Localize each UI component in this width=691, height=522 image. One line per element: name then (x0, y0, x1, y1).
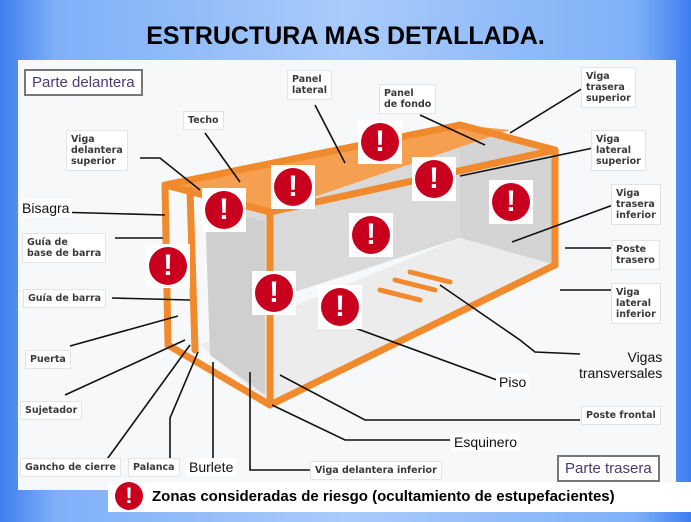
risk-marker: ! (318, 285, 362, 329)
label-poste-frontal: Poste frontal (581, 406, 661, 425)
label-panel-fondo: Panel de fondo (379, 84, 437, 114)
legend-exclamation-icon: ! (115, 482, 143, 510)
exclamation-circle-icon: ! (149, 247, 187, 285)
label-piso: Piso (496, 373, 530, 391)
exclamation-circle-icon: ! (361, 123, 399, 161)
label-viga-trasera-superior: Viga trasera superior (581, 67, 636, 108)
exclamation-circle-icon: ! (415, 160, 453, 198)
exclamation-circle-icon: ! (321, 288, 359, 326)
risk-marker: ! (349, 213, 393, 257)
label-panel-lateral: Panel lateral (287, 70, 333, 100)
label-gancho-cierre: Gancho de cierre (20, 458, 121, 477)
risk-marker: ! (271, 165, 315, 209)
label-viga-delantera-inferior: Viga delantera inferior (310, 461, 442, 480)
label-sujetador: Sujetador (20, 401, 83, 420)
exclamation-circle-icon: ! (352, 216, 390, 254)
exclamation-circle-icon: ! (274, 168, 312, 206)
risk-marker: ! (489, 180, 533, 224)
front-open (205, 205, 265, 395)
risk-marker: ! (412, 157, 456, 201)
front-section-label: Parte delantera (24, 69, 143, 96)
label-esquinero: Esquinero (451, 433, 521, 451)
label-viga-lateral-superior: Viga lateral superior (591, 130, 646, 171)
legend-text: Zonas consideradas de riesgo (ocultamien… (152, 488, 615, 505)
slide-title: ESTRUCTURA MAS DETALLADA. (146, 22, 545, 50)
label-viga-delantera-superior: Viga delantera superior (66, 130, 128, 171)
label-viga-lateral-inferior: Viga lateral inferior (611, 283, 661, 324)
legend-background (108, 482, 691, 512)
label-vigas-transversales: Vigas transversales (579, 349, 663, 381)
risk-marker: ! (202, 188, 246, 232)
label-burlete: Burlete (186, 458, 237, 476)
exclamation-circle-icon: ! (205, 191, 243, 229)
risk-marker: ! (252, 271, 296, 315)
label-viga-trasera-inferior: Viga trasera inferior (611, 184, 661, 225)
roof (165, 125, 510, 212)
label-guia-barra: Guía de barra (23, 289, 107, 308)
label-poste-trasero: Poste trasero (611, 240, 660, 270)
floor (200, 238, 555, 405)
risk-marker: ! (358, 120, 402, 164)
rear-section-label: Parte trasera (557, 455, 660, 482)
label-palanca: Palanca (128, 458, 180, 477)
exclamation-circle-icon: ! (492, 183, 530, 221)
label-techo: Techo (183, 111, 224, 130)
label-guia-base-barra: Guía de base de barra (22, 233, 107, 263)
exclamation-circle-icon: ! (255, 274, 293, 312)
risk-marker: ! (146, 244, 190, 288)
label-puerta: Puerta (25, 350, 71, 369)
leader-lines (54, 87, 614, 471)
label-bisagra: Bisagra (19, 199, 73, 217)
